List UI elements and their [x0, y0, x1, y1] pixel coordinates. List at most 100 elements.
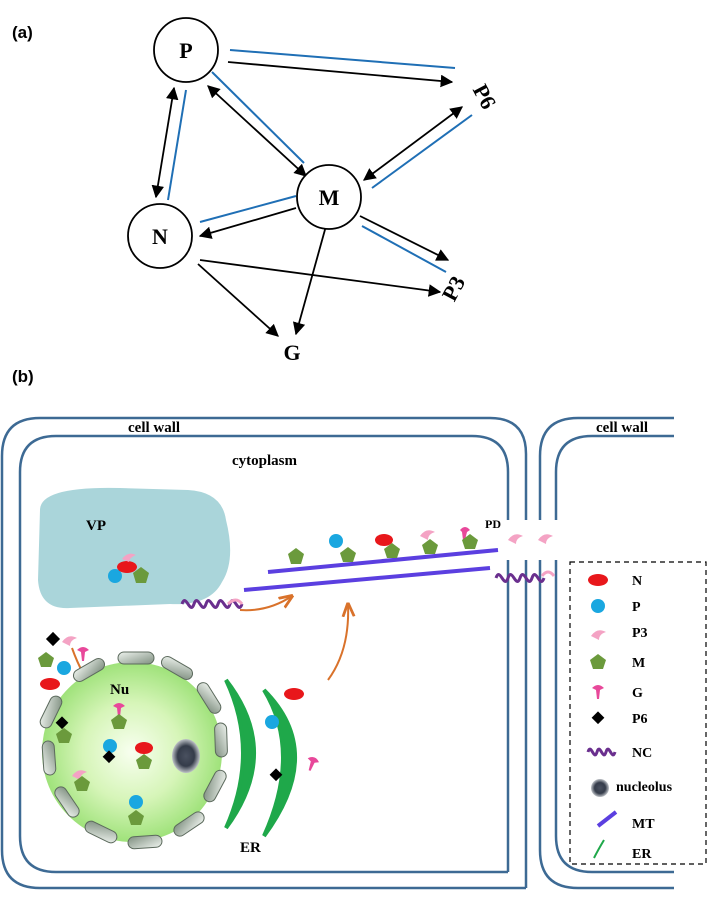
endoplasmic-reticulum: [224, 678, 297, 838]
node-m: M: [296, 164, 362, 230]
mt-m-protein-4: [422, 539, 438, 554]
legend-nucleolus-icon: [591, 779, 609, 797]
legend-m-icon: [590, 654, 606, 669]
nu-m-protein-5: [128, 810, 144, 825]
nu-m-protein-1: [111, 714, 127, 729]
cytoplasm-label: cytoplasm: [232, 453, 298, 469]
cell-wall-right-outer: [538, 416, 674, 520]
er-g-protein: [307, 757, 320, 771]
mt-m-protein-5: [462, 534, 478, 549]
cell-walls: [0, 416, 674, 890]
nu-m-protein-2: [56, 728, 72, 743]
nuclear-envelope: [39, 651, 228, 850]
node-n-label: N: [152, 224, 168, 249]
legend-p3-icon: [591, 630, 606, 640]
nu-g-protein: [113, 703, 125, 717]
arrow-p-m: [207, 85, 307, 177]
orange-arrow-er-mt: [327, 604, 348, 681]
vp-p3-protein: [122, 553, 136, 562]
node-p3-label: P3: [437, 272, 471, 305]
node-p: P: [153, 17, 219, 83]
legend: N P P3 M G P6 NC nucleolus MT ER: [569, 561, 707, 865]
legend-nc-icon: [586, 747, 617, 757]
mt-upper: [267, 548, 499, 574]
legend-n-label: N: [632, 574, 642, 589]
legend-p-label: P: [632, 600, 641, 615]
legend-er-icon: [593, 839, 605, 859]
cell-wall-right-inner: [554, 434, 674, 520]
pd-p3-protein-2: [538, 534, 553, 544]
legend-er-label: ER: [632, 847, 652, 862]
nucleus: Nu: [39, 651, 228, 850]
legend-nc-label: NC: [632, 746, 652, 761]
pd-label: PD: [485, 517, 501, 531]
panel-b-label: (b): [12, 367, 34, 386]
interaction-network: P M N G P3 P6: [127, 17, 502, 365]
mt-m-protein: [288, 548, 304, 564]
nc-vp-tail: [226, 598, 244, 606]
black-arrows: [151, 61, 464, 337]
nu-label: Nu: [110, 682, 129, 698]
arrow-m-p3: [359, 215, 450, 261]
orange-arrow-vp-mt: [239, 596, 292, 612]
legend-p6-label: P6: [632, 712, 648, 727]
nu-p-protein-1: [103, 739, 117, 753]
legend-p6-icon: [591, 711, 605, 725]
legend-mt-label: MT: [632, 817, 655, 832]
out-p6-protein: [45, 631, 61, 647]
arrow-p-n: [151, 86, 179, 199]
legend-n-icon: [588, 574, 608, 586]
arrow-m-p6: [362, 106, 464, 181]
vp-p-protein: [108, 569, 122, 583]
cell-wall-right-inner-lower: [554, 560, 674, 874]
vp-label: VP: [86, 518, 106, 534]
cell-wall-left-label: cell wall: [128, 420, 180, 436]
legend-mt-icon: [596, 810, 618, 828]
mt-p-protein: [329, 534, 343, 548]
nu-p-protein-2: [129, 795, 143, 809]
legend-box: [569, 561, 707, 865]
cell-wall-outer: [0, 416, 528, 890]
er-p-protein: [265, 715, 279, 729]
out-m-protein: [38, 652, 54, 667]
arrow-n-g: [197, 263, 279, 337]
arrow-n-p3: [199, 259, 442, 297]
node-g-label: G: [283, 340, 300, 365]
nu-m-protein-3: [136, 754, 152, 769]
pd-p3-protein-1: [508, 534, 523, 544]
out-p-protein: [57, 661, 71, 675]
legend-g-icon: [592, 685, 604, 699]
cell-wall-right-label: cell wall: [596, 420, 648, 436]
out-g-protein: [77, 647, 89, 661]
nc-pd: [494, 573, 546, 583]
legend-p-icon: [591, 599, 605, 613]
nu-m-protein-4: [74, 776, 90, 791]
viroplasm: VP: [38, 487, 231, 609]
nc-pd-tail: [540, 570, 556, 577]
blue-interaction-lines: [167, 49, 473, 273]
node-p6-label: P6: [468, 80, 502, 113]
legend-p3-label: P3: [632, 626, 648, 641]
blue-line-m-p6: [371, 114, 473, 189]
blue-line-m-p3: [361, 225, 447, 273]
node-n: N: [127, 203, 193, 269]
er-label: ER: [240, 840, 261, 856]
mt-m-protein-3: [384, 543, 400, 558]
mt-m-protein-2: [340, 547, 356, 562]
vp-m-protein: [133, 567, 149, 583]
blue-line-p-m: [211, 71, 305, 164]
out-n-protein: [40, 678, 60, 690]
er-n-protein: [284, 688, 304, 700]
cell-wall-right-outer-lower: [538, 560, 674, 890]
blue-line-n-m: [199, 195, 297, 223]
er-p6-protein: [269, 768, 283, 782]
out-p3-protein: [62, 636, 77, 646]
legend-m-label: M: [632, 656, 645, 671]
vp-n-protein: [117, 561, 137, 573]
legend-nucleolus-label: nucleolus: [616, 780, 673, 795]
mt-p3-protein: [420, 530, 435, 540]
arrow-m-n: [198, 207, 297, 239]
mt-g-protein: [460, 527, 470, 540]
arrow-m-g: [292, 225, 327, 336]
